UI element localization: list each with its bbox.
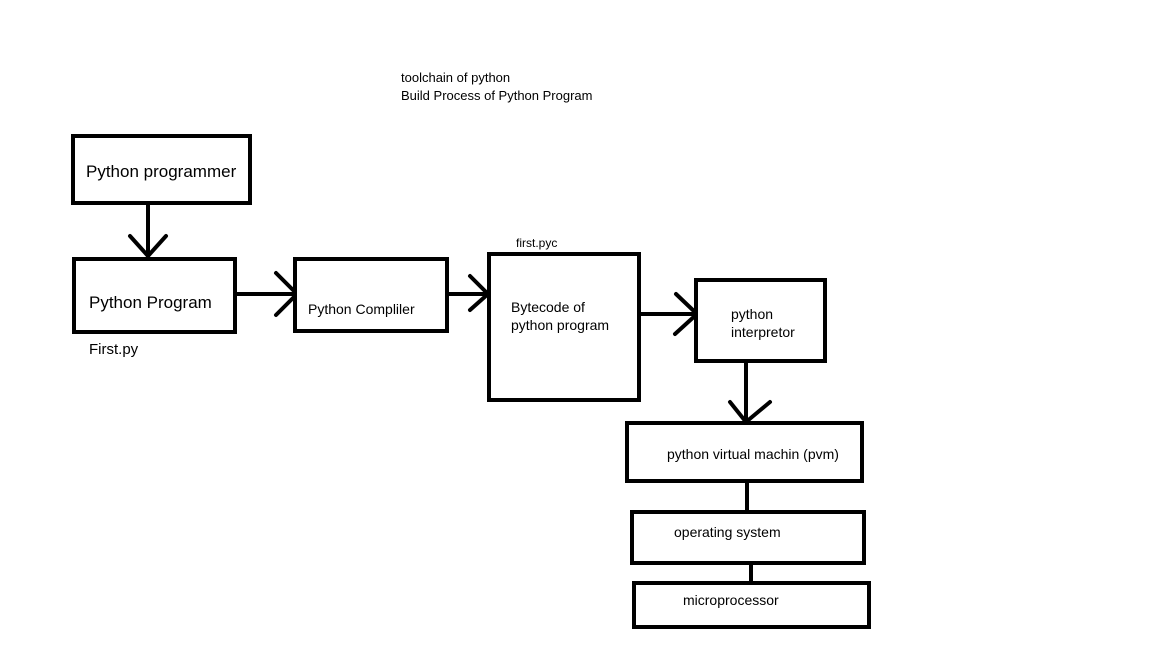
title-line-1: toolchain of python xyxy=(401,70,510,85)
edge-program-to-compiler xyxy=(234,271,299,317)
node-python-compiler-label: Python Compliler xyxy=(308,301,415,317)
caption-first-py: First.py xyxy=(89,341,139,358)
node-python-program-label: Python Program xyxy=(89,293,212,312)
node-microprocessor-label: microprocessor xyxy=(683,592,779,608)
node-python-virtual-machine: python virtual machin (pvm) xyxy=(625,421,864,483)
node-python-program: Python Program xyxy=(72,257,237,334)
edge-compiler-to-bytecode xyxy=(445,274,490,312)
node-bytecode-label-line-1: Bytecode of xyxy=(511,299,585,315)
node-python-interpreter-label-line-1: python xyxy=(731,306,773,322)
node-python-interpreter-label-line-2: interpretor xyxy=(731,324,795,340)
node-operating-system-label: operating system xyxy=(674,524,781,540)
node-python-programmer-label: Python programmer xyxy=(86,162,237,181)
edge-bytecode-to-interpreter xyxy=(638,292,699,336)
caption-first-pyc: first.pyc xyxy=(516,236,557,250)
node-operating-system: operating system xyxy=(630,510,866,565)
title-line-2: Build Process of Python Program xyxy=(401,88,592,103)
node-bytecode-label-line-2: python program xyxy=(511,317,609,333)
node-python-interpreter: python interpretor xyxy=(694,278,827,363)
node-bytecode: Bytecode of python program xyxy=(487,252,641,402)
edge-programmer-to-program xyxy=(128,203,168,258)
edge-interpreter-to-pvm xyxy=(728,360,772,424)
node-python-virtual-machine-label: python virtual machin (pvm) xyxy=(667,446,839,462)
node-python-compiler: Python Compliler xyxy=(293,257,449,333)
node-python-programmer: Python programmer xyxy=(71,134,252,205)
node-microprocessor: microprocessor xyxy=(632,581,871,629)
